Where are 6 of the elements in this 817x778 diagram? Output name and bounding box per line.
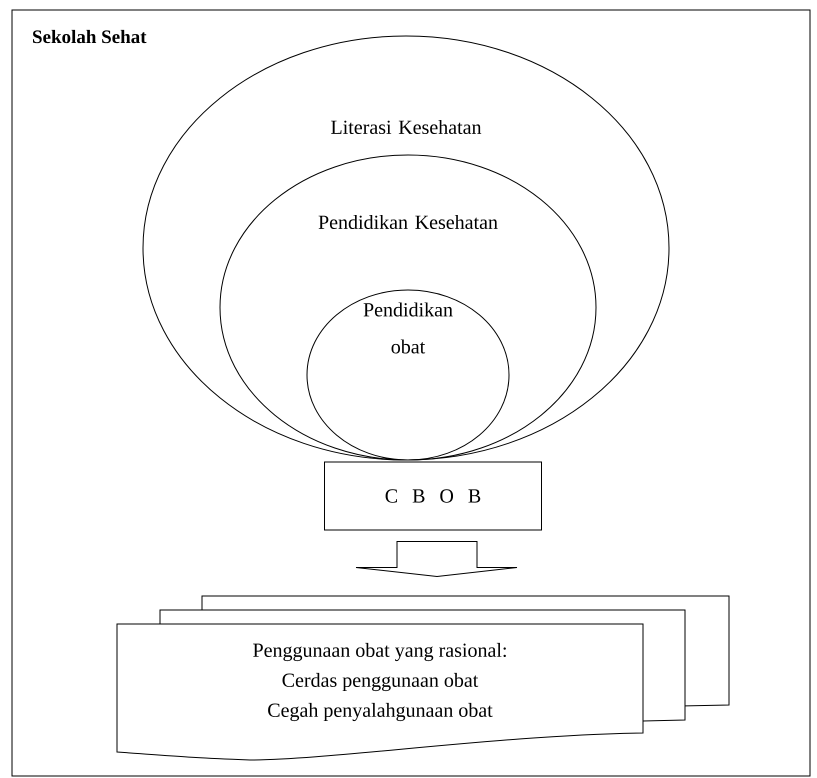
ellipse-label: Pendidikan Kesehatan xyxy=(318,214,498,230)
ellipse-label: Pendidikan obat xyxy=(364,302,453,354)
heading: Sekolah Sehat xyxy=(33,30,146,44)
ellipse-label: Literasi Kesehatan xyxy=(331,120,482,134)
process-box: C B O B xyxy=(324,462,542,530)
block-arrow xyxy=(356,541,518,577)
